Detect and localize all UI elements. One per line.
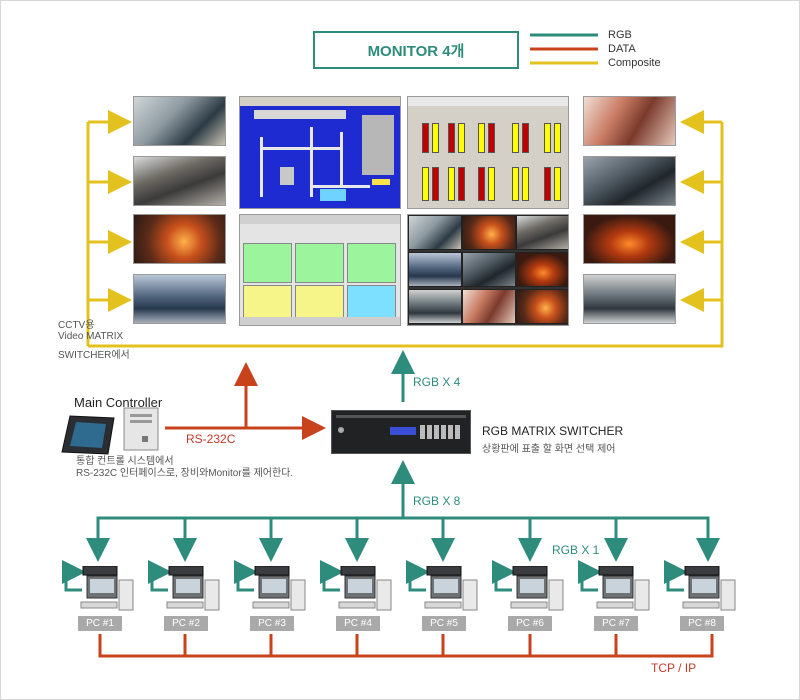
cctv-thumbnail (133, 274, 226, 324)
legend-data-label: DATA (608, 43, 636, 55)
workstation-pc-icon (249, 565, 309, 619)
cctv-thumbnail (133, 214, 226, 264)
cctv-thumbnail (133, 156, 226, 206)
tcp-ip-label: TCP / IP (651, 661, 697, 675)
cctv-thumbnail (583, 96, 676, 146)
cctv-note-line1: CCTV용 (58, 320, 95, 331)
cctv-thumbnail (583, 274, 676, 324)
monitor-title: MONITOR 4개 (313, 31, 519, 69)
legend-composite-label: Composite (608, 57, 661, 69)
pc-label: PC #8 (680, 616, 724, 631)
rgb-x1-label: RGB X 1 (552, 543, 600, 557)
workstation-pc-icon (679, 565, 739, 619)
monitor-gauge-screen (239, 214, 401, 326)
workstation-pc-icon (77, 565, 137, 619)
monitor-bargraph-screen (407, 96, 569, 209)
cctv-thumbnail (583, 156, 676, 206)
pc-tower-icon (122, 406, 164, 457)
legend-rgb-label: RGB (608, 29, 632, 41)
workstation-pc-icon (507, 565, 567, 619)
switcher-subtitle: 상황판에 표출 할 화면 선택 제어 (482, 444, 616, 455)
pc-label: PC #2 (164, 616, 208, 631)
workstation-pc-icon (163, 565, 223, 619)
cctv-note-line3: SWITCHER에서 (58, 350, 130, 361)
rgb-x8-label: RGB X 8 (413, 494, 461, 508)
monitor-scada-screen (239, 96, 401, 209)
workstation-pc-icon (335, 565, 395, 619)
monitor-cctv-mosaic (407, 214, 569, 326)
switcher-title: RGB MATRIX SWITCHER (482, 424, 624, 438)
touch-panel-icon (58, 412, 118, 463)
rs232c-label: RS-232C (186, 432, 236, 446)
composite-lines (86, 110, 724, 348)
pc-label: PC #1 (78, 616, 122, 631)
rgb-x4-label: RGB X 4 (413, 375, 461, 389)
workstation-pc-icon (421, 565, 481, 619)
pc-label: PC #6 (508, 616, 552, 631)
main-controller-note1: 통합 컨트롤 시스템에서 (76, 456, 174, 467)
workstation-pc-icon (593, 565, 653, 619)
data-lines (98, 362, 714, 658)
main-controller-title: Main Controller (74, 395, 163, 410)
rgb-lines (62, 350, 720, 592)
pc-label: PC #4 (336, 616, 380, 631)
pc-label: PC #3 (250, 616, 294, 631)
pc-label: PC #7 (594, 616, 638, 631)
cctv-note-line2: Video MATRIX (58, 331, 124, 342)
main-controller-note2: RS-232C 인터페이스로, 장비와Monitor를 제어한다. (76, 468, 294, 479)
cctv-thumbnail (583, 214, 676, 264)
cctv-thumbnail (133, 96, 226, 146)
rgb-matrix-switcher-device (331, 410, 471, 454)
pc-label: PC #5 (422, 616, 466, 631)
